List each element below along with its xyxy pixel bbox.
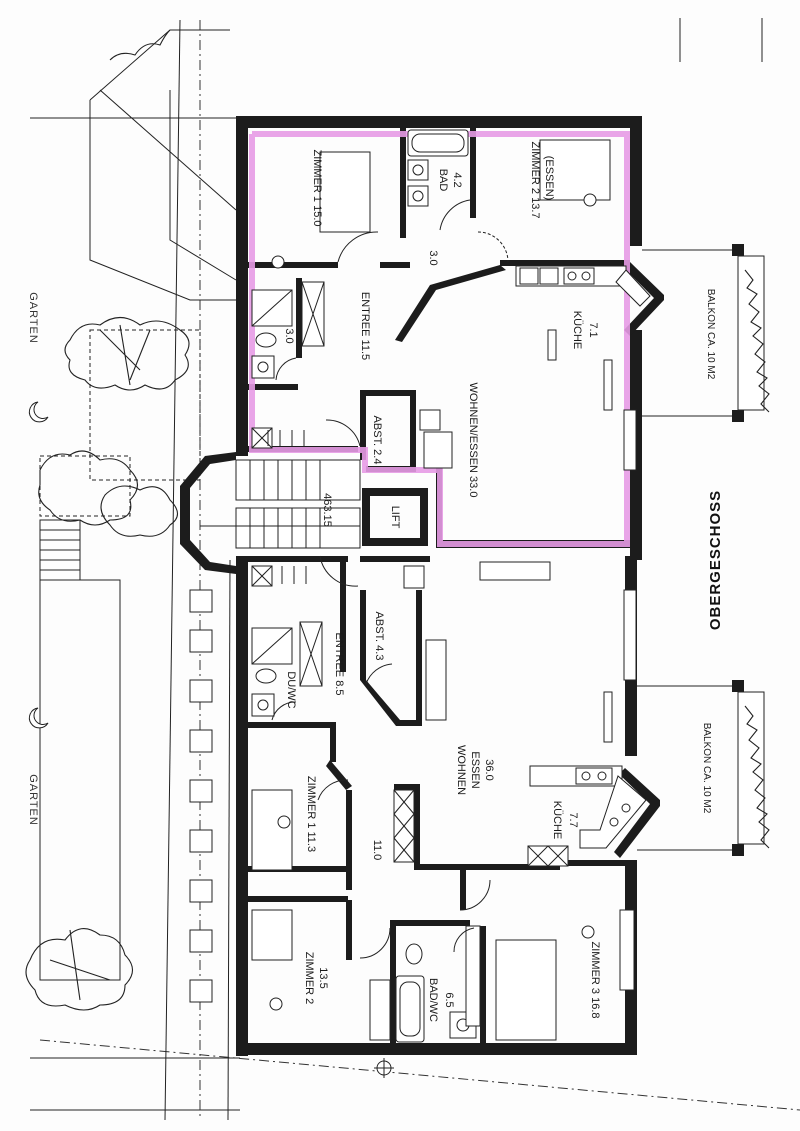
room-label-zimmer1-upper: ZIMMER 1 15.0: [311, 149, 323, 226]
door: [271, 199, 509, 959]
kitchen-counter: [527, 765, 647, 867]
room-area-kueche-lower: 7.7: [567, 812, 579, 827]
tree-icon: [109, 29, 171, 61]
sideboard: [479, 561, 551, 581]
wardrobe: [299, 621, 323, 687]
room-label-duwc: DU/WC: [285, 671, 297, 708]
room-label-abst-lower: ABST. 4.3: [373, 612, 385, 661]
site-lines: [30, 19, 800, 1121]
room-area-badwc: 6.5: [443, 992, 455, 1007]
lamp-marker: [271, 255, 285, 269]
storage-box: [403, 565, 425, 589]
balcony-label-lower: BALKON CA. 10 M2: [701, 723, 712, 814]
toilet: [251, 332, 277, 379]
shelf: [465, 925, 481, 1027]
room-area-corridor-lower: 11.0: [371, 840, 383, 861]
washbasin: [407, 159, 429, 207]
room-label-abst-upper: ABST. 2.4: [371, 416, 383, 465]
room-label-essen-lower: ESSEN: [469, 751, 481, 788]
bed: [495, 939, 557, 1041]
window: [603, 691, 613, 743]
tree-icon: [25, 928, 134, 1011]
tree-icon: [100, 485, 179, 537]
shower: [251, 289, 293, 327]
room-area-bad: 4.2: [451, 172, 463, 187]
room-label-kueche-lower: KÜCHE: [551, 801, 563, 840]
shower: [251, 627, 293, 665]
window: [603, 359, 637, 471]
lamp-marker: [581, 925, 595, 939]
bed: [319, 151, 371, 233]
bed: [251, 909, 293, 961]
room-area-corridor: 3.0: [427, 250, 439, 265]
room-label-entree-lower: ENTREE 8.5: [333, 633, 345, 696]
room-label-zimmer3: ZIMMER 3 16.8: [589, 941, 601, 1018]
room-area-kueche-upper: 7.1: [587, 322, 599, 337]
garden-structures: [39, 329, 201, 981]
room-label-zimmer2-lower: ZIMMER 2: [303, 952, 315, 1005]
wardrobe: [301, 281, 325, 347]
bed: [251, 789, 293, 871]
room-label-kueche-upper: KÜCHE: [571, 311, 583, 350]
bathtub: [395, 975, 425, 1043]
room-area-zimmer2-lower: 13.5: [317, 967, 329, 988]
room-label-entree-upper: ENTREE 11.5: [359, 292, 371, 360]
lamp-marker: [277, 815, 291, 829]
room-sublabel-essen: (ESSEN): [543, 156, 555, 201]
wardrobe: [369, 979, 391, 1041]
room-label-zimmer1-lower: ZIMMER 1 11.3: [305, 776, 317, 852]
room-label-wohnen-upper: WOHNEN/ESSEN 33.0: [467, 383, 479, 498]
lamp-icon: [28, 707, 49, 729]
staircase: [200, 430, 361, 584]
wardrobe: [393, 789, 415, 863]
room-area-wohnen-lower: 36.0: [483, 759, 495, 780]
survey-marker-icon: [374, 1058, 394, 1078]
storage-box: [423, 431, 453, 469]
window: [623, 589, 637, 681]
toilet: [251, 668, 277, 717]
room-label-wohnen-lower: WOHNEN: [455, 745, 467, 795]
balcony: [642, 244, 770, 422]
storage-box: [419, 409, 441, 431]
kitchen-counter: [515, 265, 651, 361]
room-label-bad: BAD: [437, 169, 449, 192]
pillars: [189, 589, 213, 1003]
balcony: [637, 680, 770, 856]
lamp-marker: [583, 193, 597, 207]
garden-label: GARTEN: [27, 774, 39, 826]
bathtub: [407, 129, 469, 157]
room-area-wc: 3.0: [283, 328, 295, 343]
table: [539, 139, 611, 201]
tree-icon: [38, 450, 139, 526]
room-label-badwc: BAD/WC: [427, 978, 439, 1022]
lamp-icon: [28, 401, 49, 423]
floor-title: OBERGESCHOSS: [707, 490, 724, 630]
lift-label: LIFT: [389, 506, 401, 529]
shelf: [425, 639, 447, 721]
elevation-label: 463.15: [321, 493, 333, 527]
window: [619, 909, 635, 991]
lamp-marker: [269, 997, 283, 1011]
tree-icon: [64, 316, 190, 391]
balcony-label-upper: BALKON CA. 10 M2: [705, 289, 716, 380]
garden-label: GARTEN: [27, 292, 39, 344]
room-label-zimmer2-upper: ZIMMER 2 13.7: [529, 141, 541, 218]
interior-walls: [248, 556, 630, 1046]
